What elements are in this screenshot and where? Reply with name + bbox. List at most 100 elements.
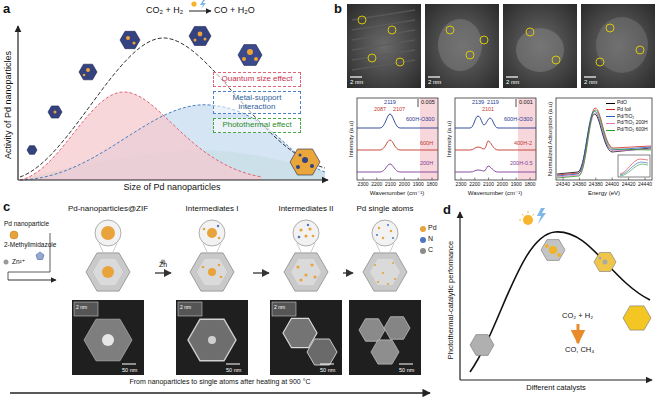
- legend-swatch: [420, 248, 426, 254]
- series-label: 200H-0.5: [510, 160, 533, 166]
- effect-box: Quantum size effect: [213, 72, 301, 87]
- axis-title: Intensity (a.u): [348, 121, 355, 157]
- axis-title: Activity of Pd nanoparticles: [4, 51, 14, 159]
- edge-label: Zn: [159, 261, 167, 269]
- peak-label: 2087: [374, 106, 386, 112]
- peak-label: 2119: [487, 99, 499, 105]
- legend-label: Pd/TiO₂: [617, 114, 634, 120]
- series-label: 600H-O300: [504, 116, 532, 122]
- inset-scale-label: 2 nm: [274, 305, 285, 311]
- scale-bar-label: 50 nm: [122, 367, 137, 373]
- process-arrow: [253, 272, 269, 273]
- stage-illustration: [354, 205, 416, 300]
- tick-label: 1800: [426, 182, 437, 188]
- legend-label: Pd/TiO₂ 600H: [617, 127, 648, 133]
- stage-title: Pd-nanoparticles@ZIF: [62, 205, 154, 214]
- tick-label: 2100: [483, 182, 494, 188]
- process-stage: Intermediates I: [172, 205, 252, 300]
- stage-title: Intermediates I: [172, 205, 252, 214]
- scale-bar-label: 0.005: [421, 99, 435, 105]
- equation-text: CO₂ + H₂: [146, 6, 183, 16]
- scale-bar-label: 0.001: [519, 99, 533, 105]
- panel-letter: a: [3, 2, 10, 16]
- tick-label: 2000: [399, 182, 410, 188]
- legend-label: C: [428, 246, 433, 254]
- process-caption: From nanoparticles to single atoms after…: [129, 378, 310, 386]
- effect-label: Photothermal effect: [217, 121, 297, 130]
- scale-bar-label: 50 nm: [399, 367, 414, 373]
- stage-illustration: [270, 205, 342, 300]
- axis-title: Photothermal-catalytic performance: [447, 241, 455, 359]
- stage-title: Pd single atoms: [354, 205, 416, 214]
- tick-label: 24400: [605, 182, 619, 188]
- axis-title: Size of Pd nanoparticles: [123, 183, 220, 193]
- effect-label: Quantum size effect: [217, 75, 297, 84]
- axis-title: Different catalysts: [526, 384, 585, 392]
- reaction-label: CO, CH₄: [565, 346, 594, 354]
- panel-letter: b: [334, 2, 342, 16]
- tick-label: 24440: [638, 182, 652, 188]
- inset-scale-label: 2 nm: [180, 305, 191, 311]
- tick-label: 2300: [357, 182, 368, 188]
- legend-line-sample: [606, 103, 615, 104]
- stage-illustration: [172, 205, 252, 300]
- reaction-label: CO₂ + H₂: [562, 312, 593, 320]
- tick-label: 24340: [556, 182, 570, 188]
- tick-label: 2200: [371, 182, 382, 188]
- series-label: 400H-2: [514, 140, 532, 146]
- tick-label: 1900: [511, 182, 522, 188]
- peak-label: 2139: [472, 99, 484, 105]
- equation-text: CO + H₂O: [214, 6, 255, 16]
- tick-label: 24380: [589, 182, 603, 188]
- scale-bar-label: 50 nm: [226, 367, 241, 373]
- tick-label: 2300: [455, 182, 466, 188]
- reagent-label: 2-Methylimidazole: [4, 241, 56, 248]
- effect-box: Photothermal effect: [213, 118, 301, 133]
- legend-line-sample: [606, 123, 615, 124]
- legend-label: N: [428, 235, 433, 243]
- series-label: 600H: [420, 140, 433, 146]
- effect-box: Metal-support interaction: [213, 91, 301, 115]
- inset-scale-label: 2 nm: [76, 305, 87, 311]
- tick-label: 1900: [413, 182, 424, 188]
- legend-label: Pd foil: [617, 107, 631, 113]
- process-arrow: [343, 272, 353, 273]
- peak-label: 2119: [384, 99, 396, 105]
- scale-bar-label: 50 nm: [320, 367, 335, 373]
- reagent-label: Zn²⁺: [12, 258, 25, 265]
- series-label: 200H: [420, 160, 433, 166]
- process-stage: Pd-nanoparticles@ZIF: [62, 205, 154, 300]
- process-arrow: [155, 272, 171, 273]
- legend-label: Pd: [428, 224, 437, 232]
- axis-title: Wavenumber (cm⁻¹): [468, 190, 522, 197]
- panel-letter: c: [3, 200, 10, 214]
- tick-label: 2000: [497, 182, 508, 188]
- legend-line-sample: [606, 109, 615, 110]
- legend-swatch: [420, 237, 426, 243]
- peak-label: 2107: [393, 106, 405, 112]
- stage-title: Intermediates II: [270, 205, 342, 214]
- legend-label: Pd/TiO₂ 200H: [617, 120, 648, 126]
- axis-title: Energy (eV): [588, 190, 620, 197]
- legend-line-sample: [606, 130, 615, 131]
- legend-label: PdO: [617, 100, 627, 106]
- process-stage: Intermediates II: [270, 205, 342, 300]
- series-label: 600H-O300: [406, 116, 434, 122]
- scale-bar-label: 2 nm: [506, 79, 519, 86]
- axis-title: Normalized Adsorption (a.u): [547, 102, 554, 176]
- tick-label: 1800: [524, 182, 535, 188]
- scale-bar-label: 2 nm: [350, 79, 363, 86]
- tick-label: 24420: [622, 182, 636, 188]
- legend-line-sample: [606, 116, 615, 117]
- stage-illustration: [62, 205, 154, 300]
- scale-bar-label: 2 nm: [428, 79, 441, 86]
- axis-title: Wavenumber (cm⁻¹): [370, 190, 424, 197]
- tick-label: 2100: [385, 182, 396, 188]
- legend-swatch: [420, 226, 426, 232]
- panel-letter: d: [443, 203, 451, 217]
- peak-label: 2101: [482, 106, 494, 112]
- tick-label: 2200: [469, 182, 480, 188]
